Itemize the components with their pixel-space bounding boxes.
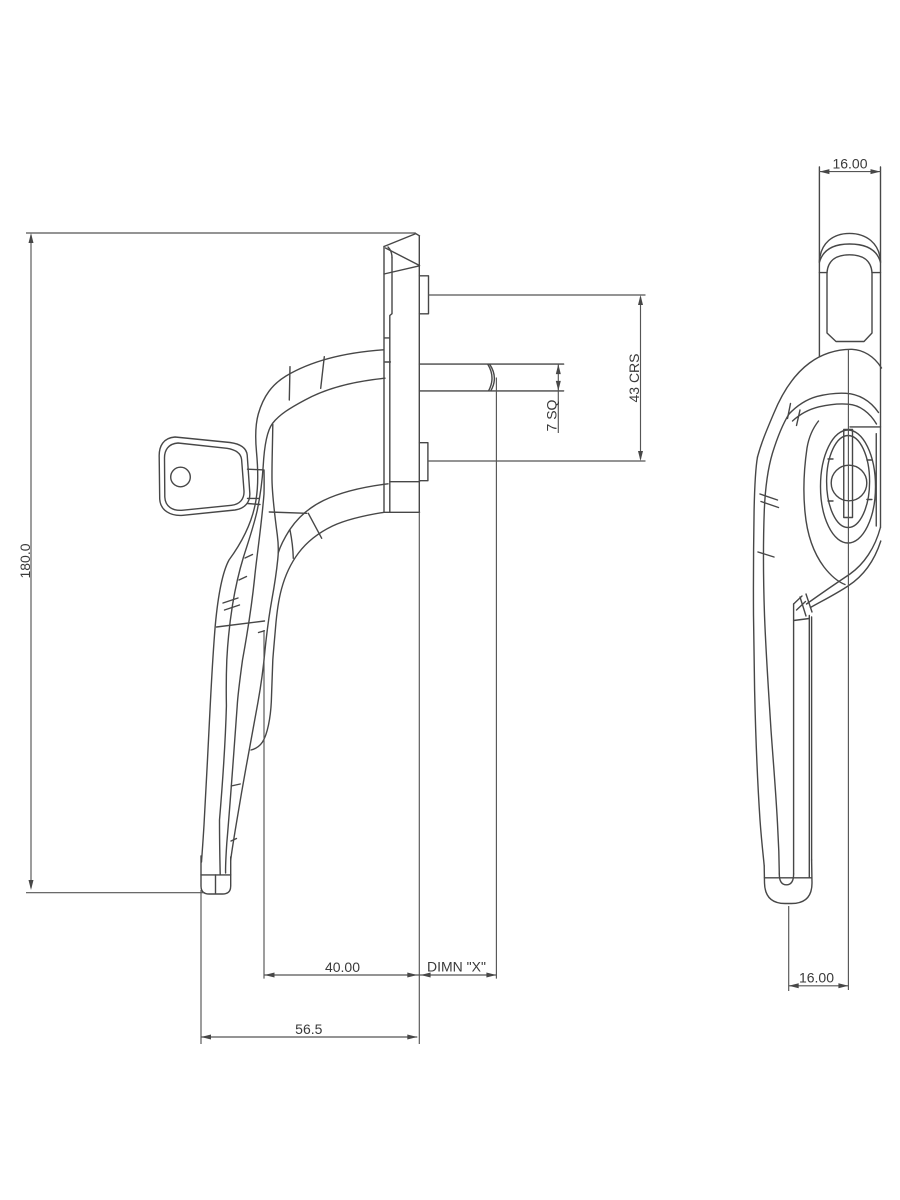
svg-text:7 SQ: 7 SQ (544, 399, 560, 431)
svg-text:56.5: 56.5 (295, 1021, 322, 1037)
svg-text:180.0: 180.0 (17, 543, 33, 578)
svg-text:16.00: 16.00 (799, 969, 834, 985)
svg-text:DIMN "X": DIMN "X" (427, 959, 486, 975)
svg-text:40.00: 40.00 (325, 959, 360, 975)
svg-text:16.00: 16.00 (832, 156, 867, 172)
svg-text:43 CRS: 43 CRS (626, 353, 642, 402)
